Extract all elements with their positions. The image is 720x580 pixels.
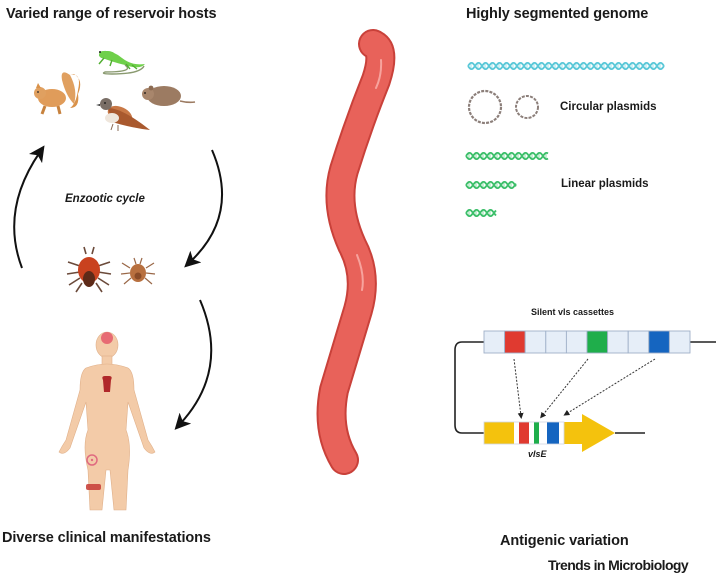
enzootic-cycle-label: Enzootic cycle — [65, 193, 145, 205]
circular-plasmid-large-icon — [467, 89, 503, 125]
vls-cassette — [627, 330, 650, 354]
recombination-arrow-blue — [563, 358, 656, 416]
segmented-genome-title: Highly segmented genome — [466, 6, 649, 22]
reservoir-hosts-title: Varied range of reservoir hosts — [6, 6, 217, 22]
linear-plasmid-medium-icon — [465, 180, 517, 190]
vole-icon — [142, 85, 196, 106]
nymph-tick-icon — [120, 257, 156, 285]
vlse-gene-icon — [483, 414, 615, 452]
vls-cassette — [545, 330, 567, 354]
vls-cassette — [565, 330, 588, 354]
recombination-arrow-green — [540, 358, 589, 419]
dna-strand-2 — [465, 180, 517, 190]
journal-logo: Trends in Microbiology — [548, 557, 689, 573]
brain-inflammation-icon — [101, 332, 113, 344]
antigenic-variation-title: Antigenic variation — [500, 533, 629, 549]
circular-plasmids-label: Circular plasmids — [560, 101, 657, 113]
circular-plasmid-small-icon — [515, 95, 539, 119]
recombination-arrow-red — [513, 358, 524, 419]
joint-inflammation-icon — [86, 484, 101, 490]
heart-icon — [102, 376, 112, 392]
chromosome-dna-icon — [467, 61, 665, 71]
cycle-arrow-down — [184, 149, 223, 268]
linear-plasmid-long-icon — [465, 151, 549, 161]
sparrow-icon — [96, 98, 150, 131]
vls-cassette — [648, 330, 670, 354]
dna-strand-2 — [467, 61, 665, 71]
vls-cassette — [483, 330, 506, 354]
vls-cassette — [504, 330, 526, 354]
silent-vls-cassettes-label: Silent vls cassettes — [531, 307, 615, 317]
adult-tick-icon — [66, 246, 112, 293]
vls-cassette — [607, 330, 629, 354]
erythema-migrans-icon — [86, 454, 98, 466]
connector-line — [454, 341, 484, 434]
tick-bite-dot — [90, 458, 94, 462]
dna-strand-1 — [465, 208, 497, 218]
spirochete-icon — [316, 29, 396, 475]
lizard-icon — [98, 50, 145, 75]
linear-plasmids-label: Linear plasmids — [561, 178, 649, 190]
linear-plasmid-short-icon — [465, 208, 497, 218]
vls-locus-diagram — [454, 330, 716, 452]
vlse-gene-label: vlsE — [528, 449, 547, 459]
transmission-arrow — [174, 299, 213, 430]
vls-cassette — [586, 330, 609, 354]
dna-strand-2 — [465, 151, 549, 161]
clinical-manifestations-title: Diverse clinical manifestations — [2, 530, 211, 546]
silent-cassette-array — [483, 330, 691, 354]
human-figure-icon — [58, 331, 156, 511]
dna-strand-2 — [465, 208, 497, 218]
cycle-arrow-up — [13, 145, 45, 269]
squirrel-icon — [34, 72, 81, 115]
vls-cassette — [668, 330, 691, 354]
vls-cassette — [524, 330, 547, 354]
